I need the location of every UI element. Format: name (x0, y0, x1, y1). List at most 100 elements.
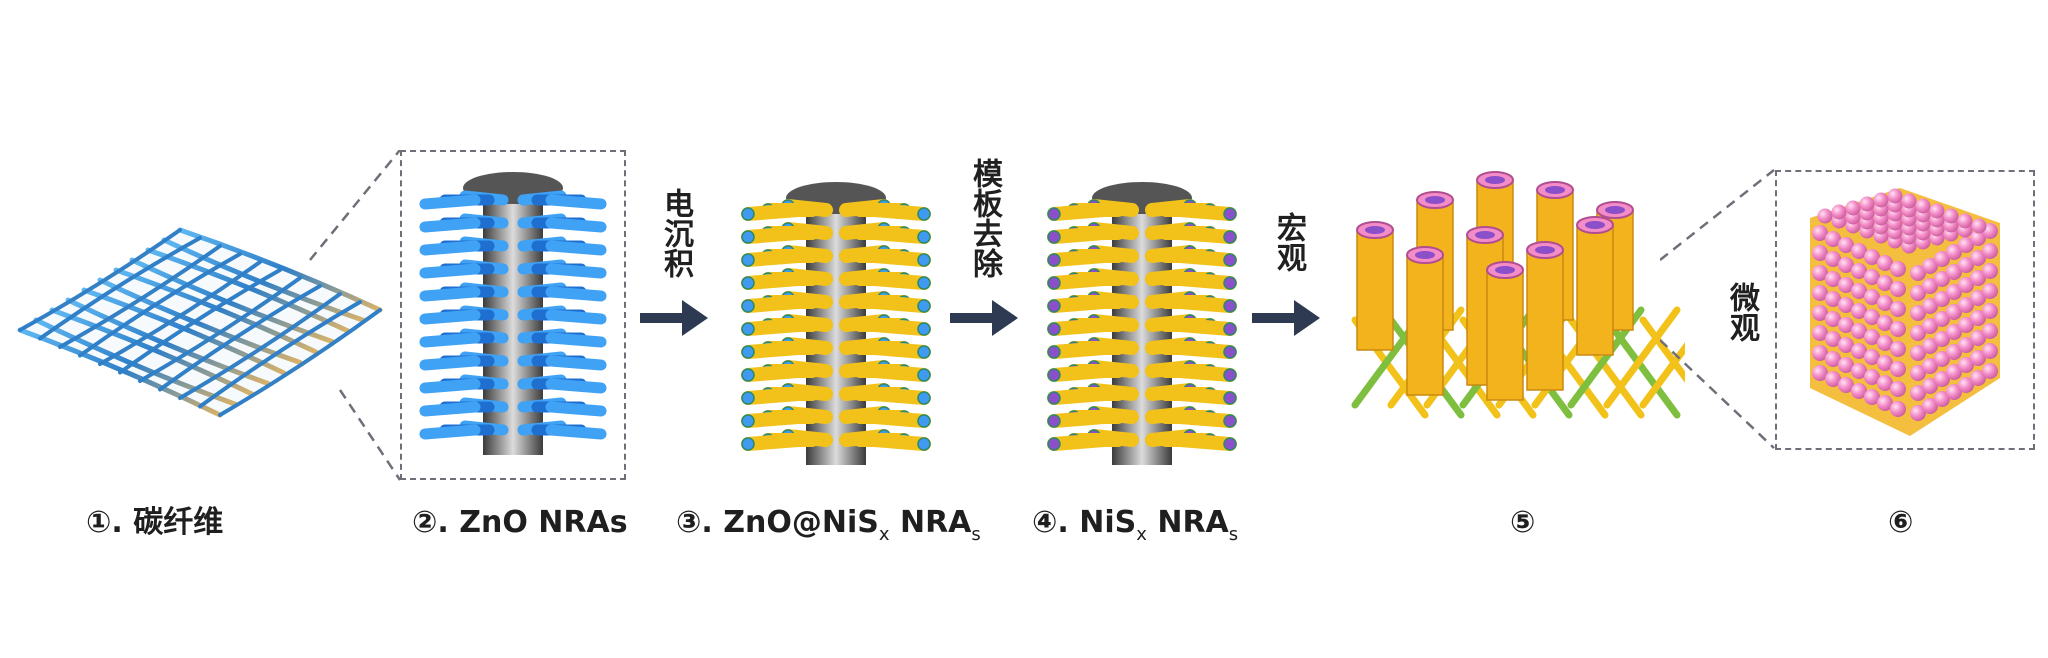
nanorod (545, 240, 607, 256)
nanorod-tip (917, 253, 931, 267)
tube-hollow (1365, 226, 1385, 234)
nanorod (1173, 410, 1237, 428)
nanorod (867, 226, 931, 244)
nanorod (545, 263, 607, 279)
sphere (1851, 283, 1867, 299)
nanorod (741, 226, 805, 244)
nanorod-tip (1047, 276, 1061, 290)
nanorod (1047, 433, 1111, 451)
fiber-strand (38, 236, 202, 341)
nanorod (867, 295, 931, 313)
step-template-removal-label: 模板去除 (967, 158, 1002, 278)
nanorod (741, 433, 805, 451)
sphere (1877, 275, 1893, 291)
nanorod (741, 203, 805, 221)
sphere (1864, 309, 1880, 325)
nanorod (1047, 364, 1111, 382)
sphere (1982, 343, 1998, 359)
fiber-strand (178, 292, 342, 400)
sphere (1851, 343, 1867, 359)
sphere (1934, 251, 1950, 267)
tube-hollow (1495, 266, 1515, 274)
sphere (1910, 265, 1926, 281)
sphere (1934, 311, 1950, 327)
nanorod-tip (741, 207, 755, 221)
label-five: ⑤ (1510, 505, 1536, 540)
tube-hollow (1545, 186, 1565, 194)
sphere (1970, 310, 1986, 326)
nanorod (1047, 226, 1111, 244)
sphere (1825, 271, 1841, 287)
sphere (1890, 381, 1906, 397)
nanorod (419, 240, 481, 256)
sphere (1910, 285, 1926, 301)
nanorod-tip (1047, 253, 1061, 267)
sphere (1817, 208, 1833, 224)
nanorod-tip (1047, 414, 1061, 428)
sphere (1864, 369, 1880, 385)
sphere (1890, 301, 1906, 317)
sphere (1812, 305, 1828, 321)
zno-nis-nanorod-array-image (741, 182, 931, 465)
sphere (1958, 337, 1974, 353)
sphere (1877, 295, 1893, 311)
sphere (1831, 204, 1847, 220)
sphere (1922, 378, 1938, 394)
sphere (1934, 351, 1950, 367)
sphere (1922, 338, 1938, 354)
nanorod (545, 355, 607, 371)
fiber-strand (33, 317, 239, 407)
label-zno-nras: ②. ZnO NRAs (412, 505, 628, 540)
sphere (1901, 193, 1917, 209)
nanorod (1047, 341, 1111, 359)
sphere (1922, 398, 1938, 414)
nanorod-tip (917, 345, 931, 359)
sphere (1982, 323, 1998, 339)
nanorod (419, 378, 481, 394)
sphere (1910, 405, 1926, 421)
nanorod-tip (1223, 322, 1237, 336)
sphere (1934, 271, 1950, 287)
sphere (1890, 361, 1906, 377)
mesh-fiber (1639, 316, 1685, 383)
sphere (1812, 225, 1828, 241)
nanorod-tip (1047, 299, 1061, 313)
nanorod (867, 341, 931, 359)
fiber-weave (17, 227, 383, 418)
fiber-strand (98, 260, 262, 366)
step-micro-label: 微观 (1724, 282, 1759, 342)
sphere (1812, 325, 1828, 341)
nanorod (867, 433, 931, 451)
tube-hollow (1415, 251, 1435, 259)
nanorod (1173, 433, 1237, 451)
nanorod (867, 249, 931, 267)
nanorod (867, 387, 931, 405)
sphere (1845, 200, 1861, 216)
sphere (1934, 371, 1950, 387)
sphere (1838, 257, 1854, 273)
sphere (1851, 303, 1867, 319)
sphere (1887, 188, 1903, 204)
sphere (1812, 265, 1828, 281)
nanorod (545, 378, 607, 394)
nanorod (741, 410, 805, 428)
nanorod (419, 355, 481, 371)
sphere (1957, 213, 1973, 229)
hollow-tube (1576, 224, 1614, 356)
nanorod (419, 424, 481, 440)
hollow-tube (1406, 254, 1444, 396)
tube-hollow (1485, 176, 1505, 184)
nanorod-tip (917, 207, 931, 221)
sphere (1943, 208, 1959, 224)
fiber-strand (218, 308, 382, 417)
sphere (1812, 365, 1828, 381)
sphere (1890, 321, 1906, 337)
nanorod-tip (917, 437, 931, 451)
nanorod (867, 203, 931, 221)
nanorod (545, 286, 607, 302)
hollow-tube (1526, 249, 1564, 391)
nanorod-tip (917, 368, 931, 382)
nanorod (1173, 272, 1237, 290)
sphere (1922, 358, 1938, 374)
nanorod (545, 194, 607, 210)
